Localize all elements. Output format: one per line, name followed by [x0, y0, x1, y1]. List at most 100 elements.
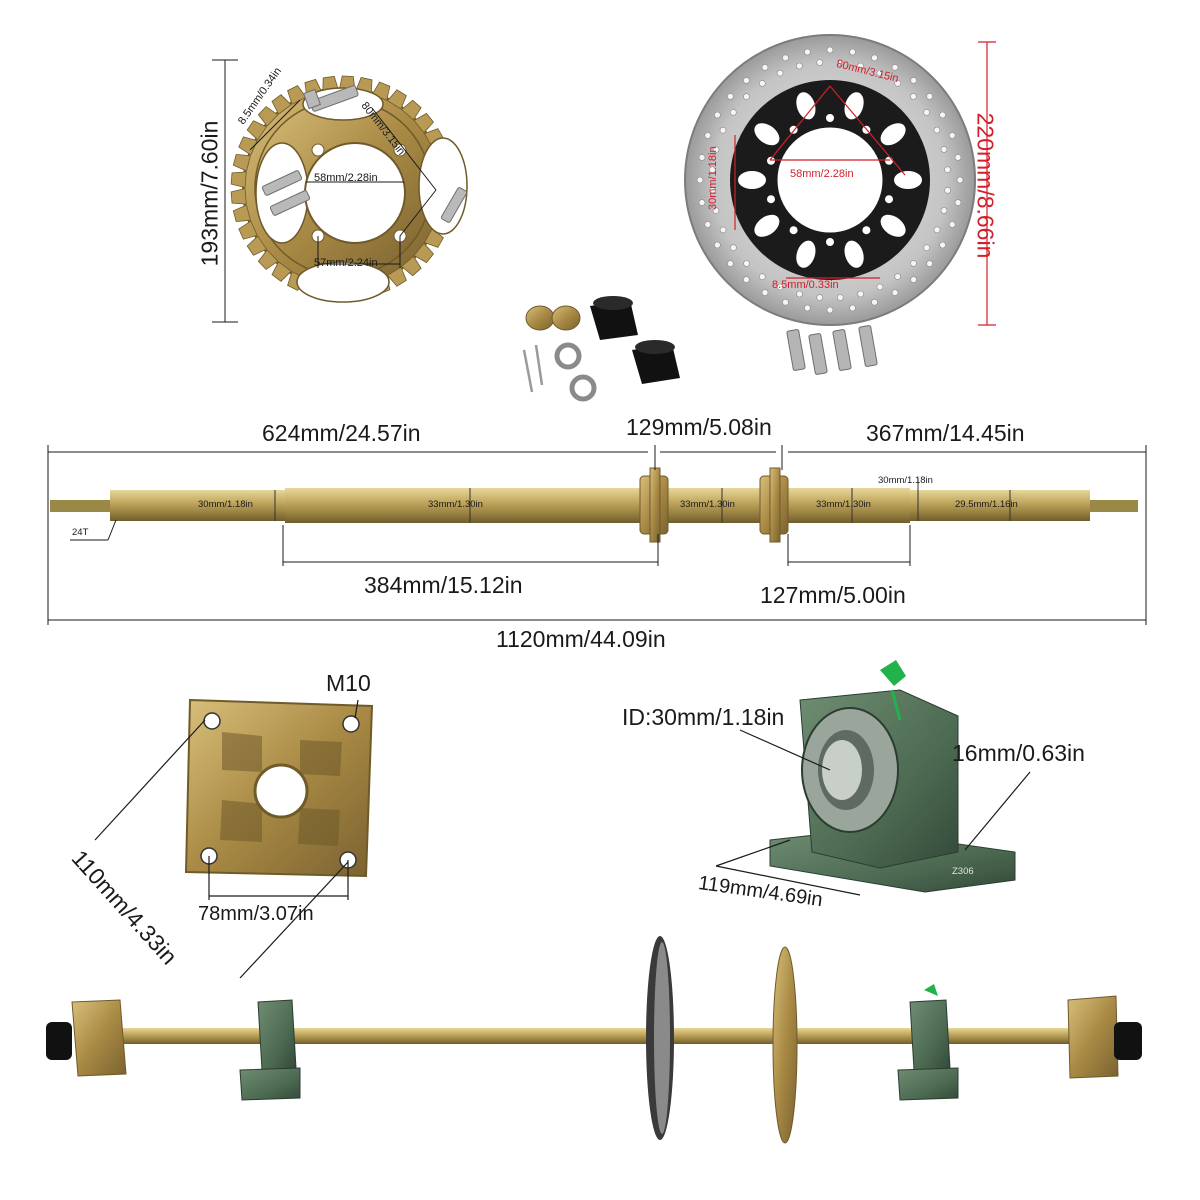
rotor-vent-hole [910, 276, 917, 283]
carrier-windows [738, 92, 922, 268]
sprocket-height-label: 193mm/7.60in [196, 120, 223, 267]
axle-dia-right-end-label: 29.5mm/1.16in [955, 499, 1018, 510]
assembled-axle [46, 936, 1142, 1144]
rotor-vent-hole [876, 283, 884, 291]
rotor-vent-hole [926, 93, 933, 100]
bearing-dim-lines [715, 729, 1031, 896]
axle-ticks [274, 478, 1011, 523]
rotor-vent-hole [933, 126, 941, 134]
rotor-vent-hole [782, 54, 789, 62]
rotor-vent-hole [836, 59, 844, 66]
rotor-vent-hole [954, 199, 962, 206]
axle-dia-main-label: 33mm/1.30in [428, 499, 483, 510]
axle-left-segment-label: 624mm/24.57in [262, 420, 421, 446]
rotor-vent-hole [939, 111, 946, 119]
rotor-vent-hole [743, 276, 750, 283]
carrier-bolt-hole [826, 114, 834, 122]
sprocket-tooth [401, 255, 422, 277]
rotor-vent-hole [776, 283, 784, 291]
hub-cross-recess [220, 732, 342, 846]
sprocket-tooth [230, 171, 247, 188]
rotor-vent-hole [948, 132, 956, 139]
rotor-vent-hole [871, 298, 878, 306]
rotor-center-hole [774, 124, 886, 236]
carrier-bolt-hole [767, 195, 775, 204]
carrier-bolt-hole [885, 195, 893, 204]
axle-dia-right-label: 33mm/1.30in [816, 499, 871, 510]
rotor-holes [696, 46, 964, 314]
carrier-bolt-hole [789, 226, 798, 235]
hub-bolt-hole [342, 715, 360, 733]
rotor-vent-hole [910, 260, 917, 267]
rotor-dim-lines [734, 41, 996, 326]
rotor-vent-hole [871, 54, 878, 62]
hub-thread-label: M10 [326, 670, 371, 696]
bearing-bolt-hole-label: 16mm/0.63in [952, 740, 1085, 766]
rotor-vent-hole [758, 273, 766, 281]
pillow-block-bearing [715, 660, 1031, 896]
left-hub [71, 999, 127, 1077]
axle-mid-segment-label: 129mm/5.08in [626, 414, 772, 440]
rotor-vent-hole [704, 221, 712, 228]
rotor-vent-hole [826, 306, 834, 314]
rotor-vent-hole [727, 260, 734, 267]
axle-dim-lines [47, 445, 1147, 625]
rotor-vent-hole [796, 290, 803, 298]
rotor-center-hole-label: 58mm/2.28in [790, 168, 854, 180]
rotor-vent-hole [704, 132, 712, 139]
brake-disc [684, 34, 996, 375]
right-bearing [909, 999, 951, 1071]
rotor-vent-hole [796, 62, 803, 70]
rotor-vent-hole [761, 64, 769, 71]
sprocket-tooth [232, 153, 251, 172]
rotor-vent-hole [940, 146, 948, 153]
sprocket-tooth [232, 204, 251, 223]
rotor-vent-hole [714, 241, 721, 249]
rotor-vent-hole [709, 166, 716, 173]
axle-dia-left-end-label: 30mm/1.18in [198, 499, 253, 510]
rotor-vent-hole [954, 154, 962, 161]
axle-spline-label: 24T [72, 527, 89, 538]
rotor-vent-hole [948, 221, 956, 228]
left-end-cap [46, 1022, 72, 1060]
rotor-vent-hole [712, 207, 720, 214]
carrier-window [754, 214, 780, 237]
rotor-hole-height-label: 30mm/1.18in [707, 146, 719, 210]
castle-nut [551, 305, 581, 331]
washer [569, 374, 597, 402]
rotor-vent-hole [926, 260, 933, 267]
sprocket-bolts [261, 85, 468, 223]
rotor-vent-hole [709, 187, 716, 194]
rotor-vent-hole [729, 109, 737, 116]
axle-segment [285, 488, 645, 523]
rotor-vent-hole [696, 176, 704, 184]
grease-tag [880, 660, 906, 686]
axle-right-segment-label: 367mm/14.45in [866, 420, 1025, 446]
assembled-sprocket [772, 946, 798, 1144]
sprocket-tooth [246, 120, 268, 141]
rotor-vent-hole [894, 273, 902, 280]
sprocket-tooth [413, 242, 435, 264]
sprocket-tooth [287, 85, 307, 105]
hub-bolt-spacing-label: 78mm/3.07in [198, 903, 314, 925]
rotor-vent-hole [743, 77, 750, 84]
rotor-vent-hole [910, 93, 917, 100]
axle-segment [660, 488, 770, 523]
carrier-window [880, 214, 906, 237]
rotor-vent-hole [730, 244, 737, 251]
rotor-vent-hole [944, 166, 951, 173]
sprocket-tooth [230, 188, 247, 205]
washer [554, 342, 582, 370]
wheel-hub [94, 698, 374, 979]
axle-shaft [50, 467, 1138, 543]
carrier-window [738, 171, 766, 189]
carrier-window [754, 123, 780, 146]
rotor-bolts [786, 325, 878, 375]
rotor-vent-hole [910, 77, 917, 84]
rotor-vent-hole [698, 154, 706, 161]
axle-segment [910, 490, 1090, 521]
hardware-parts [522, 296, 680, 402]
end-cap [590, 300, 638, 340]
rotor-vent-hole [933, 226, 941, 234]
